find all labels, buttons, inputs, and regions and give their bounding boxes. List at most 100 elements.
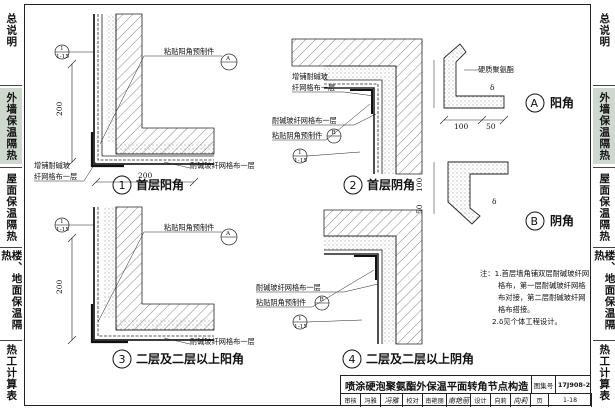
- detail-1-number: 1: [119, 179, 126, 192]
- precast-b-dim-50: 50: [415, 204, 424, 214]
- signature-cell-1: 审核: [341, 394, 361, 407]
- precast-b-letter: B: [531, 215, 539, 228]
- detail-2-label-extra-mesh: 增铺耐碱玻: [292, 72, 328, 81]
- detail-1-ref-bottom: 1-15: [56, 54, 69, 60]
- side-tab-label: 总说明: [598, 13, 611, 48]
- drawing-frame: [24, 4, 591, 406]
- side-tab-right-4[interactable]: 楼、地面保温隔热: [593, 250, 615, 340]
- side-tab-separator: [593, 167, 615, 168]
- detail-2-label-mesh-one: 耐碱玻纤网格布一层: [272, 116, 337, 125]
- detail-1-label-extra-mesh: 增铺耐碱玻: [34, 161, 70, 170]
- detail-4-label-mesh-one: 耐碱玻纤网格布一层: [256, 283, 321, 292]
- precast-b-dim-100: 100: [415, 177, 424, 192]
- detail-1-label-extra-mesh-2: 纤网格布一层: [34, 172, 77, 181]
- atlas-number: 17J908-2: [555, 376, 592, 393]
- signature-cell-8: 向莉: [491, 394, 511, 407]
- detail-2-label-corner-piece: 粘贴阴角预制件: [272, 131, 322, 140]
- precast-b: 100 50 δ B 阴角: [415, 161, 574, 231]
- precast-b-label: 阴角: [550, 213, 574, 228]
- detail-3-ref-top: 1: [60, 219, 64, 225]
- note-line-4: 格布搭接。: [498, 305, 534, 314]
- precast-a-label: 阳角: [550, 95, 574, 110]
- side-tab-separator: [0, 85, 22, 86]
- detail-2-ref-bottom: 1-15: [294, 158, 307, 164]
- title-block: 喷涂硬泡聚氨酯外保温平面转角节点构造 图集号 17J908-2 审核冯雅冯雅校对…: [340, 375, 592, 407]
- side-tab-separator: [593, 85, 615, 86]
- side-tab-left-2[interactable]: 外墙保温隔热: [0, 88, 22, 164]
- detail-4-ref-top: 1: [298, 316, 302, 322]
- precast-a-letter: A: [531, 97, 539, 110]
- precast-a-delta: δ: [490, 83, 495, 92]
- detail-3-dim-vertical: 200: [55, 279, 64, 294]
- detail-2-callout-letter: B: [332, 130, 336, 136]
- detail-3-caption: 二层及二层以上阳角: [136, 351, 244, 366]
- detail-3-label-corner-piece: 粘贴阳角预制件: [164, 223, 214, 232]
- side-tab-separator: [593, 340, 615, 341]
- signature-cell-2: 冯雅: [361, 394, 381, 407]
- note-line-2: 格布，第一层耐碱玻纤网格: [498, 281, 586, 290]
- signature-cell-10: 页: [531, 394, 549, 407]
- note-line-1: 注：1.首层墙角铺双层耐碱玻纤网: [480, 269, 589, 278]
- precast-a-dim-50: 50: [486, 122, 496, 131]
- side-tab-label: 热工计算表: [598, 344, 611, 402]
- detail-1: 200 200 1 1-15 粘贴阳角预制件 A 增铺耐碱玻 纤网格布一层 耐碱…: [34, 13, 255, 195]
- detail-3-label-mesh-one: 耐碱玻纤网格布一层: [190, 337, 255, 346]
- side-tab-label: 热工计算表: [5, 344, 18, 402]
- precast-b-delta: δ: [492, 197, 497, 206]
- detail-4-label-corner-piece: 粘贴阴角预制件: [256, 298, 306, 307]
- atlas-label: 图集号: [531, 376, 555, 393]
- side-tab-right-2[interactable]: 外墙保温隔热: [593, 88, 615, 164]
- side-tab-label: 楼、地面保温隔热: [0, 250, 23, 331]
- detail-4-callout-letter: B: [320, 297, 324, 303]
- detail-4-ref-bottom: 1-15: [294, 324, 307, 330]
- detail-4: 耐碱玻纤网格布一层 粘贴阴角预制件 B 1 1-15 4 二层及二层以上阴角: [256, 209, 474, 369]
- side-tab-left-3[interactable]: 屋面保温隔热: [0, 170, 22, 245]
- signature-cell-5: 南艳丽: [423, 394, 447, 407]
- detail-1-dim-vertical: 200: [55, 101, 64, 116]
- side-tab-right-3[interactable]: 屋面保温隔热: [593, 170, 615, 245]
- signature-cell-4: 校对: [403, 394, 423, 407]
- side-tab-label: 屋面保温隔热: [598, 173, 611, 242]
- detail-3: 200 1 1-15 粘贴阳角预制件 A 耐碱玻纤网格布一层 3 二层及二层以上…: [54, 206, 255, 369]
- side-tab-label: 总说明: [5, 13, 18, 48]
- signature-cell-6: 南艳丽: [447, 394, 471, 407]
- detail-1-label-corner-piece: 粘贴阳角预制件: [164, 47, 214, 56]
- detail-1-ref-top: 1: [60, 46, 64, 52]
- detail-1-caption: 首层阳角: [136, 177, 184, 192]
- detail-3-number: 3: [119, 353, 126, 366]
- signature-cell-7: 设计: [471, 394, 491, 407]
- precast-a-dim-100: 100: [454, 122, 469, 131]
- drawing-title: 喷涂硬泡聚氨酯外保温平面转角节点构造: [345, 382, 529, 393]
- side-tab-separator: [0, 247, 22, 248]
- precast-a: 硬质聚氨酯 δ 100 50 A 阳角: [433, 43, 574, 131]
- detail-3-callout-letter: A: [225, 231, 231, 237]
- side-tab-left-1[interactable]: 总说明: [0, 4, 22, 57]
- detail-4-number: 4: [349, 353, 356, 366]
- side-tab-right-1[interactable]: 总说明: [593, 4, 615, 57]
- detail-2-number: 2: [350, 179, 357, 192]
- side-tab-separator: [0, 340, 22, 341]
- side-tab-label: 外墙保温隔热: [5, 91, 18, 161]
- signature-cell-9: 向莉: [511, 394, 531, 407]
- side-tab-label: 屋面保温隔热: [5, 173, 18, 242]
- side-tab-left-4[interactable]: 楼、地面保温隔热: [0, 250, 23, 340]
- side-tab-label: 外墙保温隔热: [598, 91, 611, 161]
- note-line-3: 布对接，第二层耐碱玻纤网: [498, 293, 586, 302]
- detail-2-label-extra-mesh-2: 纤网格布一层: [292, 83, 335, 92]
- signature-cell-3: 冯雅: [381, 394, 403, 407]
- detail-1-dim-horizontal: 200: [138, 171, 153, 180]
- side-tab-right-5[interactable]: 热工计算表: [593, 343, 615, 403]
- side-tab-separator: [593, 247, 615, 248]
- detail-1-callout-letter: A: [225, 56, 231, 62]
- side-tab-label: 楼、地面保温隔热: [593, 250, 615, 331]
- precast-material-label: 硬质聚氨酯: [478, 65, 514, 74]
- detail-1-label-mesh-one: 耐碱玻纤网格布一层: [190, 161, 255, 170]
- note-line-5: 2.δ见个体工程设计。: [492, 317, 562, 326]
- notes: 注：1.首层墙角铺双层耐碱玻纤网 格布，第一层耐碱玻纤网格 布对接，第二层耐碱玻…: [480, 269, 589, 326]
- detail-drawing: 200 200 1 1-15 粘贴阳角预制件 A 增铺耐碱玻 纤网格布一层 耐碱…: [34, 13, 589, 369]
- side-tab-left-5[interactable]: 热工计算表: [0, 343, 22, 403]
- detail-2: 增铺耐碱玻 纤网格布一层 耐碱玻纤网格布一层 粘贴阴角预制件 B 1 1-15 …: [272, 38, 423, 195]
- side-tab-separator: [0, 167, 22, 168]
- detail-2-caption: 首层阴角: [367, 177, 415, 192]
